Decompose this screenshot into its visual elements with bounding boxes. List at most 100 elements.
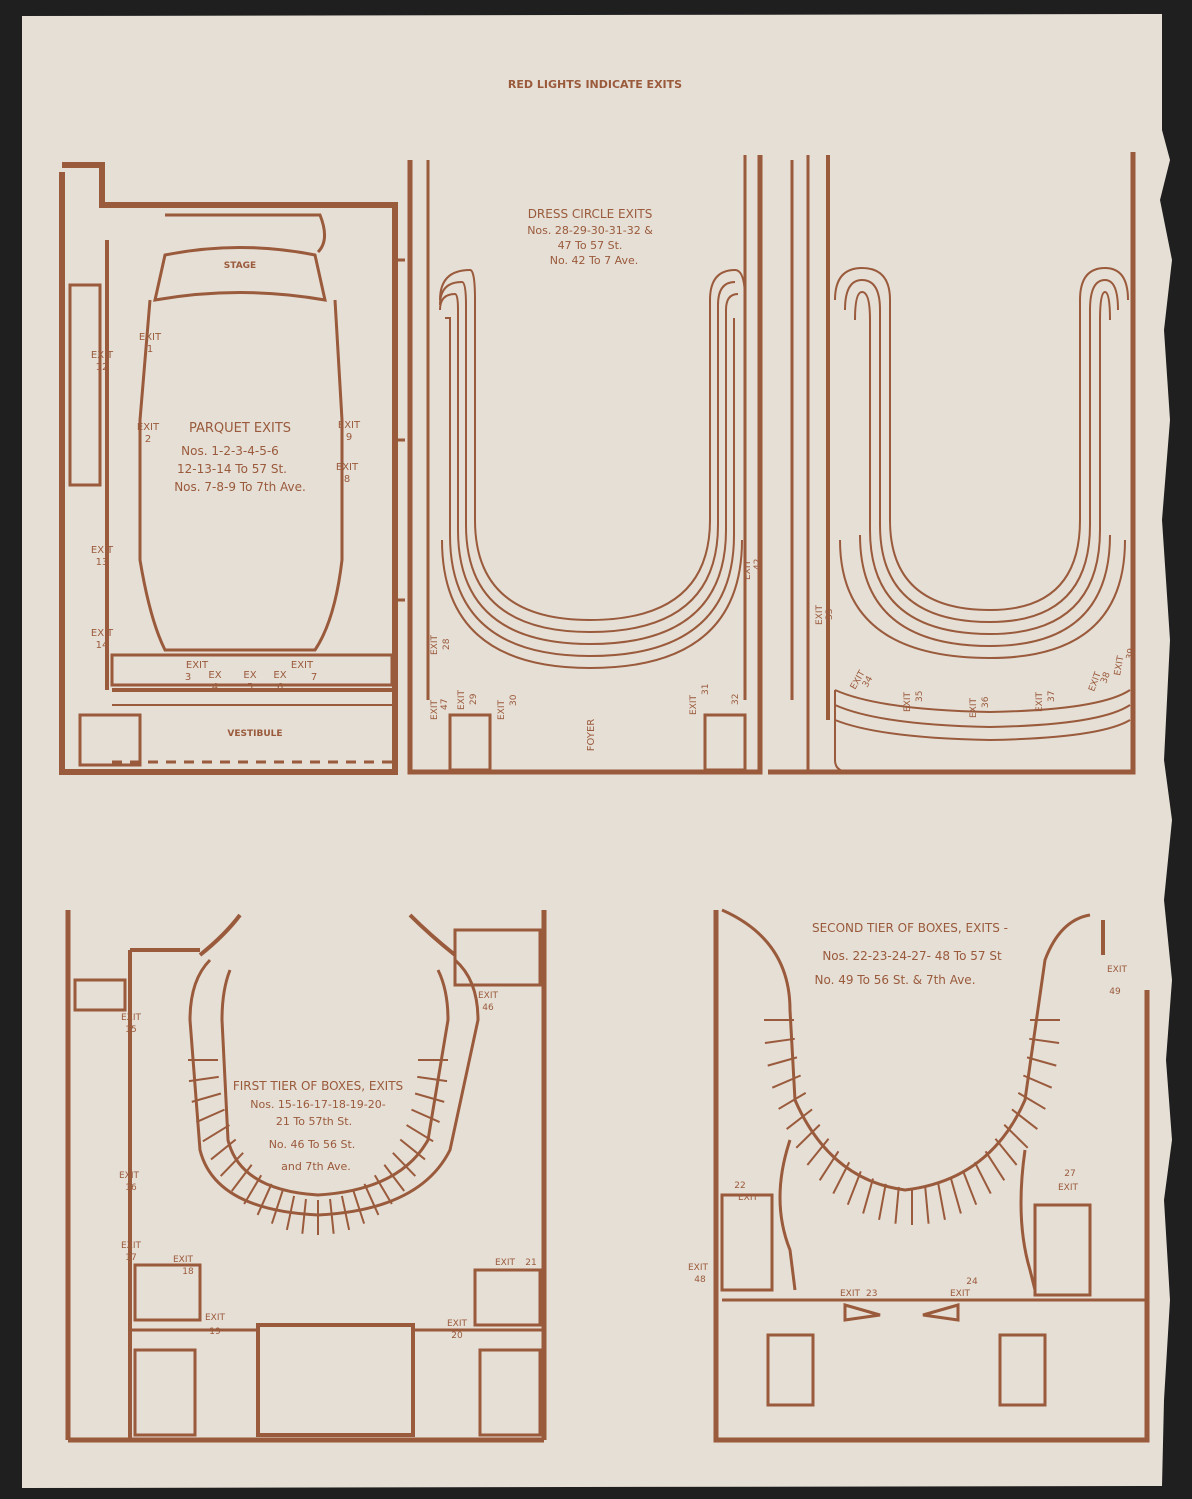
first-tier-notice-line: No. 46 To 56 St. [269,1138,356,1151]
parquet-outer-wall [59,162,398,775]
exit-word: EXIT [903,691,913,712]
exit-number-20: 20 [451,1331,463,1341]
first-tier-room [133,1348,197,1437]
exit-number-49: 49 [1109,987,1121,997]
exit-word: EXIT [121,1013,142,1023]
exit-word: EXIT [186,660,209,671]
exit-number-35: 35 [915,691,925,702]
exit-word: EXIT [121,1241,142,1251]
balcony-plan: EXIT 33 EXIT 34 EXIT 35 EXIT 36 EXIT 37 … [768,152,1137,775]
exit-word: EXIT [91,350,114,361]
box-divider [352,1190,366,1224]
exit-word: EXIT [688,1263,709,1273]
exit-number-3: 3 [185,672,191,683]
vestibule-label: VESTIBULE [227,729,282,739]
exit-word: EXIT [173,1255,194,1265]
exit-number-2: 2 [145,434,151,445]
paper-background [22,14,1172,1488]
exit-word: EXIT [950,1289,971,1299]
box-divider [363,1183,380,1216]
dress-circle-stair-right [703,713,747,772]
exit-number-7: 7 [311,672,317,683]
parquet-notice-line: Nos. 7-8-9 To 7th Ave. [174,480,306,494]
exit-word: EXIT [119,1171,140,1181]
exit-number-39: 39 [1125,647,1137,660]
exit-word: EXIT [91,545,114,556]
box-divider [771,1074,802,1089]
box-divider [329,1198,335,1234]
exit-word: EXIT [840,1289,861,1299]
box-divider [219,1152,244,1177]
first-tier-room [478,1348,542,1437]
exit-word: EXIT [495,1258,516,1268]
dress-circle-walls [407,155,763,775]
first-tier-stair [133,1263,202,1322]
exit-word: EXIT [1035,691,1045,712]
box-divider [256,1183,273,1216]
parquet-notice-line: 12-13-14 To 57 St. [177,462,287,476]
box-divider [786,1108,813,1130]
dress-circle-notice-line: No. 42 To 7 Ave. [550,254,638,267]
exit-number-15: 15 [125,1025,136,1035]
box-divider [937,1183,946,1221]
exit-word: EXIT [291,660,314,671]
second-tier-notice-title: SECOND TIER OF BOXES, EXITS - [812,921,1008,935]
foyer-label: FOYER [586,719,597,752]
exit-number-46: 46 [482,1003,494,1013]
parquet-auditorium-outline [138,299,344,652]
first-tier-walls [65,910,547,1443]
first-tier-stair [73,978,127,1012]
box-divider [962,1170,978,1206]
dress-circle-notice-line: 47 To 57 St. [558,239,623,252]
exit-number-13: 13 [96,557,109,568]
second-tier-stair [1033,1203,1092,1297]
second-tier-room [998,1333,1047,1407]
dress-circle-seating-rows [439,268,746,670]
box-divider [832,1161,851,1195]
box-divider [392,1152,417,1177]
second-tier-stair [720,1193,774,1292]
box-divider [210,1138,237,1161]
exit-number-5: 5 [247,682,253,693]
box-divider [243,1174,263,1205]
box-divider [188,1075,219,1083]
second-tier-horseshoe-outer [778,1139,1037,1291]
parquet-stage-top [165,213,326,254]
exit-word: EXIT [1113,655,1126,677]
exit-word: EXIT [338,420,361,431]
box-divider [994,1138,1018,1166]
box-divider [1011,1108,1038,1130]
first-tier-notice-title: FIRST TIER OF BOXES, EXITS [233,1079,403,1093]
exit-number-48: 48 [694,1275,706,1285]
dress-circle-notice-title: DRESS CIRCLE EXITS [528,207,653,221]
box-divider [924,1186,930,1224]
exit-word: EXIT [447,1319,468,1329]
exit-number-12: 12 [96,362,109,373]
exit-number-18: 18 [182,1267,194,1277]
box-divider [414,1092,445,1103]
ex-word: EX [208,670,221,681]
box-divider [878,1183,887,1221]
second-tier-notice-line: No. 49 To 56 St. & 7th Ave. [814,973,975,987]
box-divider [417,1075,448,1083]
parquet-stair-row [110,653,394,687]
box-divider [1003,1124,1029,1149]
parquet-lobby-room [78,713,142,767]
second-tier-triangle [843,1303,881,1322]
box-divider [846,1170,862,1206]
exit-number-47: 47 [440,699,450,710]
exit-word: EXIT [738,1193,759,1203]
box-divider [984,1150,1006,1181]
first-tier-arch-right [408,913,457,957]
second-tier-box-dividers [764,1019,1060,1225]
exit-number-9: 9 [346,432,352,443]
exit-number-14: 14 [96,640,109,651]
box-divider [399,1138,426,1161]
box-divider [383,1164,406,1192]
parquet-notice-title: PARQUET EXITS [189,421,291,436]
exit-word: EXIT [689,694,699,715]
exit-word: EXIT [969,697,979,718]
first-tier-arch-left [198,913,242,957]
